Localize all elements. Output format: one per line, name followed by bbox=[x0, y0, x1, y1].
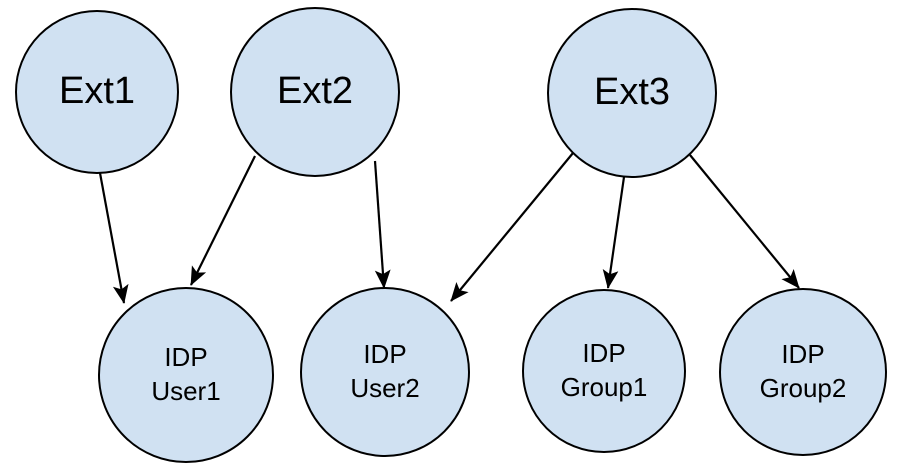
edge-ext2-to-user2 bbox=[373, 160, 391, 289]
node-label-ext3: Ext3 bbox=[594, 71, 670, 113]
node-shape-ext1[interactable] bbox=[15, 10, 179, 174]
node-label-ext2: Ext2 bbox=[277, 70, 353, 112]
edge-ext2-to-user1 bbox=[190, 155, 256, 286]
node-label-idp-user1-line2: User1 bbox=[151, 376, 220, 406]
node-label-idp-group1-line1: IDP bbox=[582, 338, 625, 368]
node-shape-idp-group1[interactable] bbox=[522, 289, 686, 453]
node-idp-user2[interactable]: IDP User2 bbox=[300, 287, 470, 457]
node-label-ext1: Ext1 bbox=[59, 70, 135, 112]
node-idp-group2[interactable]: IDP Group2 bbox=[719, 288, 887, 456]
node-label-idp-user1-line1: IDP bbox=[164, 342, 207, 372]
edge-ext3-to-group1 bbox=[602, 176, 626, 289]
node-shape-idp-user1[interactable] bbox=[98, 287, 274, 463]
edge-ext1-to-user1 bbox=[98, 172, 129, 304]
node-ext3[interactable]: Ext3 bbox=[547, 8, 717, 178]
node-shape-ext3[interactable] bbox=[547, 8, 717, 178]
node-ext1[interactable]: Ext1 bbox=[15, 10, 179, 174]
node-shape-ext2[interactable] bbox=[230, 7, 400, 177]
node-ext2[interactable]: Ext2 bbox=[230, 7, 400, 177]
node-idp-group1[interactable]: IDP Group1 bbox=[522, 289, 686, 453]
node-label-idp-user2-line1: IDP bbox=[363, 339, 406, 369]
edge-ext3-to-group2 bbox=[689, 154, 800, 289]
node-label-idp-group2-line1: IDP bbox=[781, 339, 824, 369]
node-label-idp-group1-line2: Group1 bbox=[561, 372, 648, 402]
node-idp-user1[interactable]: IDP User1 bbox=[98, 287, 274, 463]
node-shape-idp-group2[interactable] bbox=[719, 288, 887, 456]
node-label-idp-user2-line2: User2 bbox=[350, 373, 419, 403]
edges-layer bbox=[98, 152, 800, 304]
node-shape-idp-user2[interactable] bbox=[300, 287, 470, 457]
node-label-idp-group2-line2: Group2 bbox=[760, 373, 847, 403]
edge-ext3-to-user2 bbox=[450, 152, 574, 302]
